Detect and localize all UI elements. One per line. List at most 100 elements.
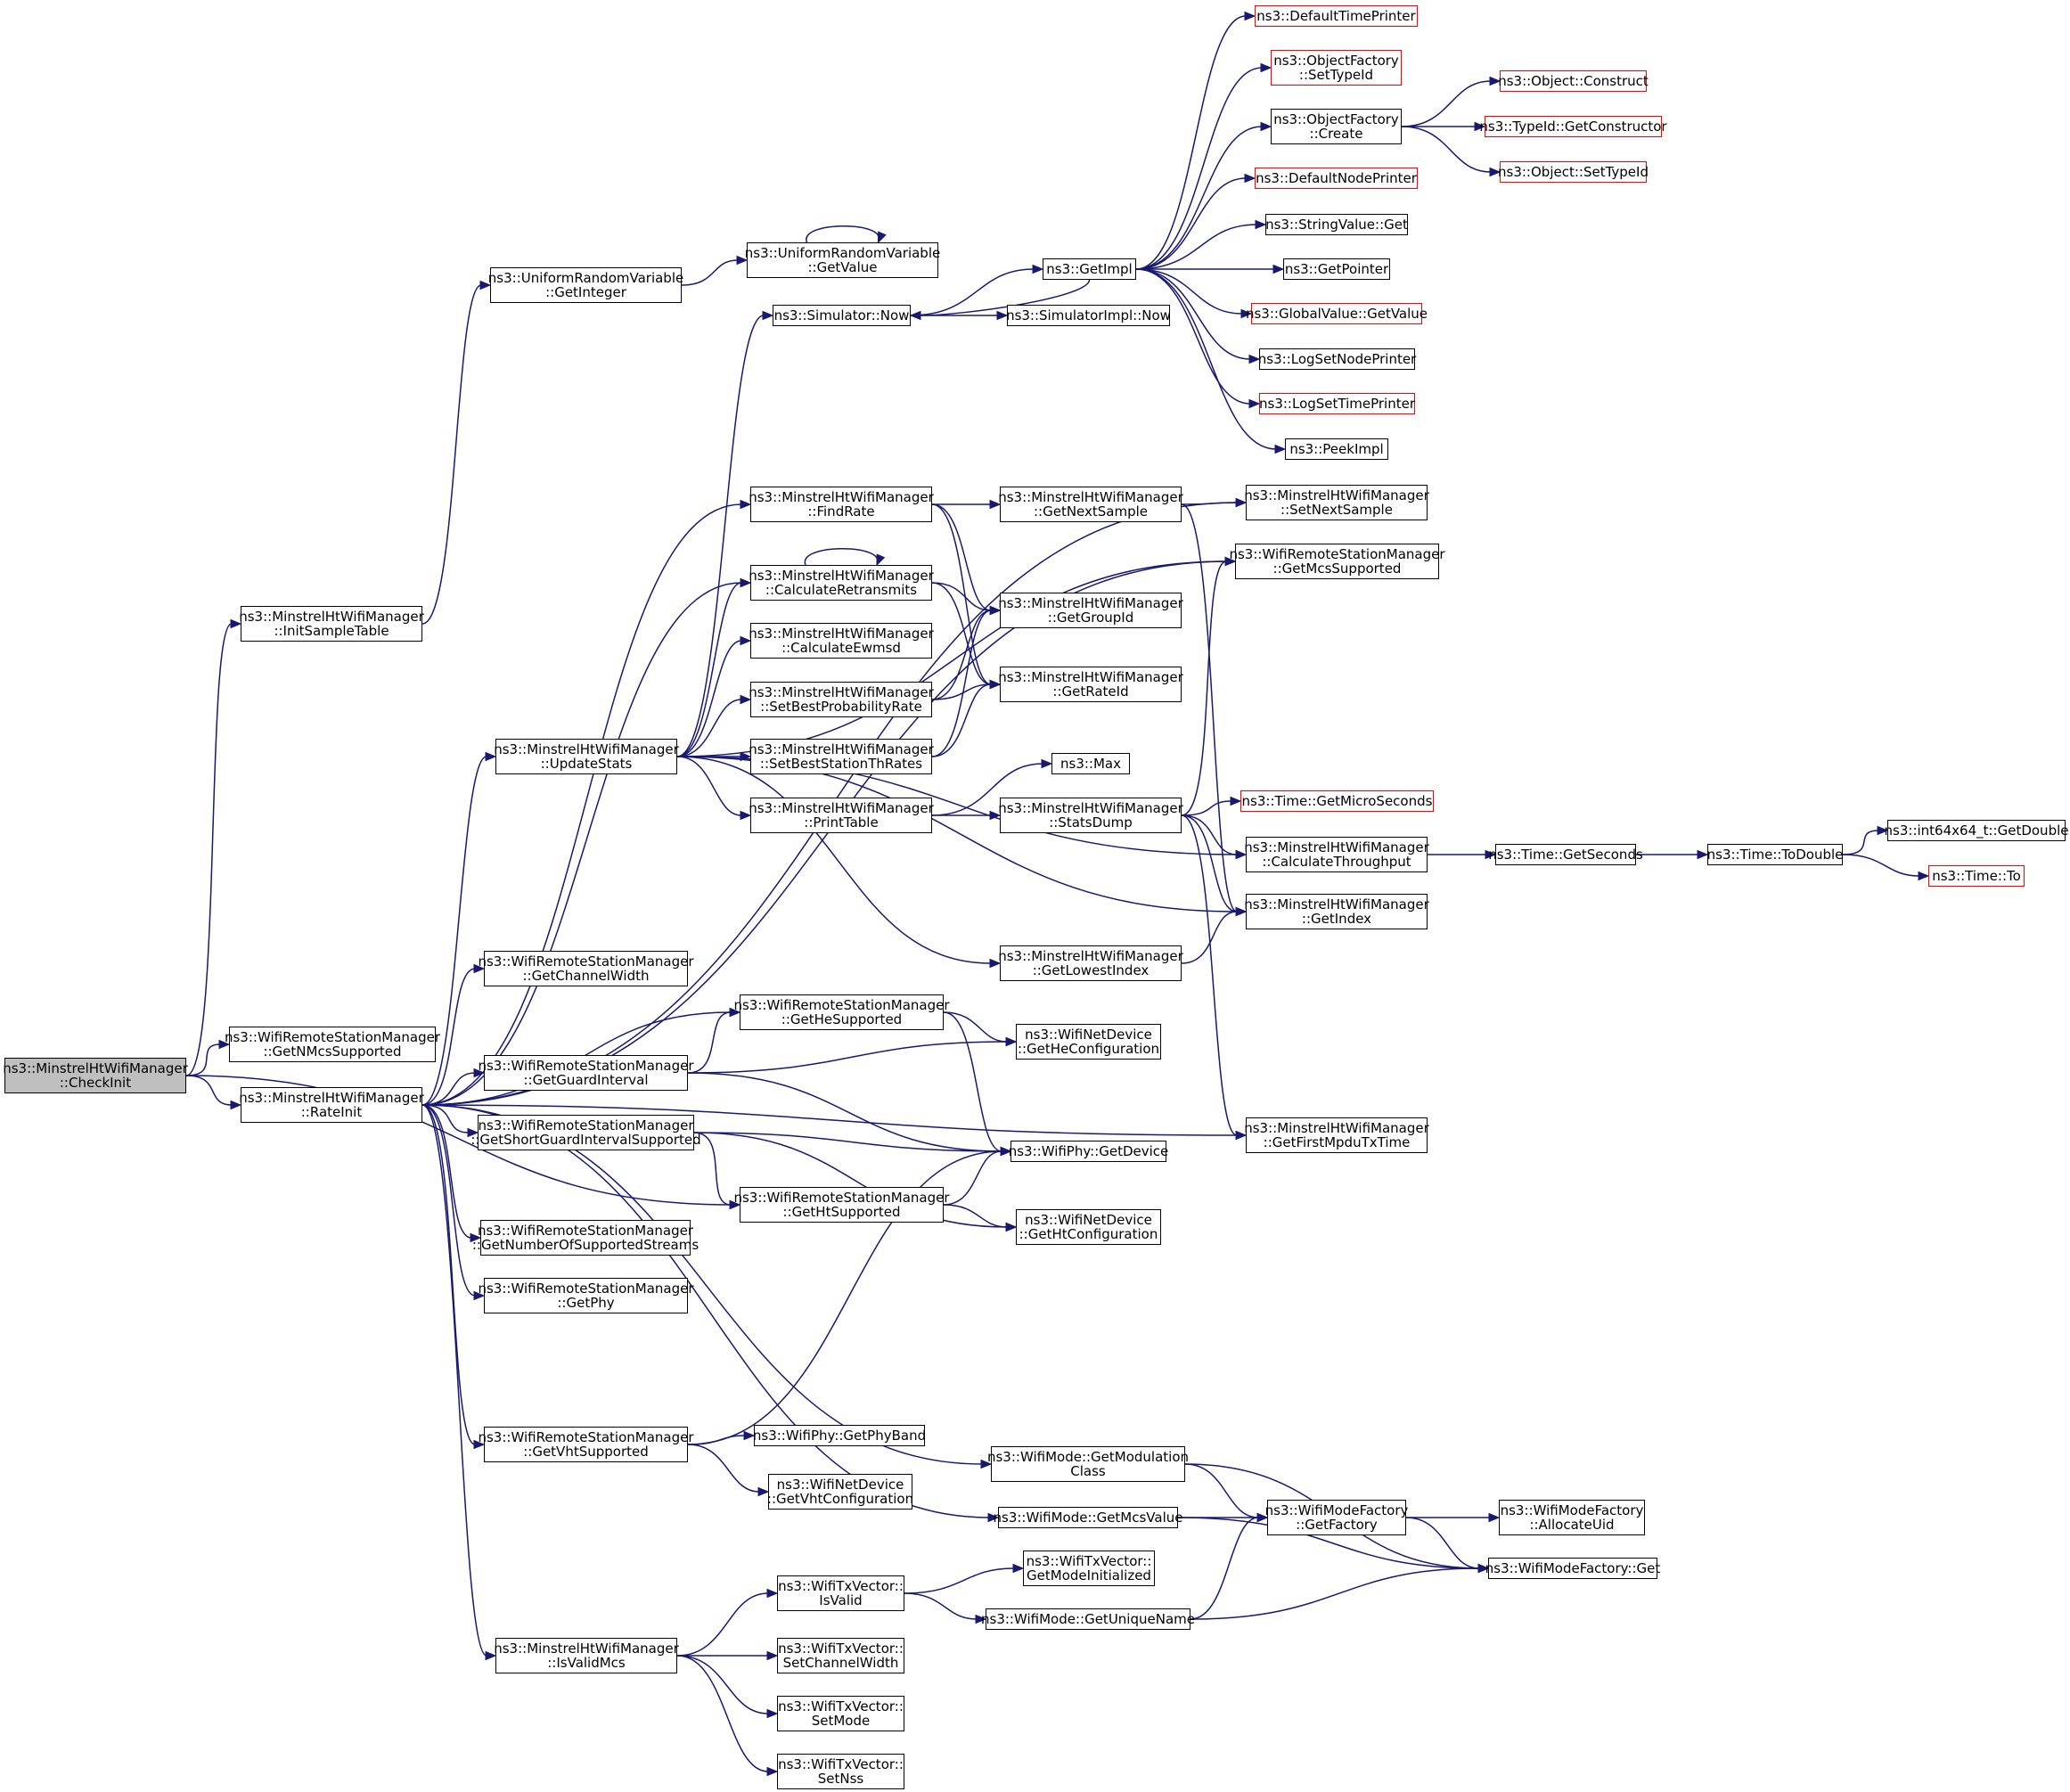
node-wifi-mode-factory-get[interactable]: ns3::WifiModeFactory::Get <box>1485 1558 1660 1579</box>
node-get-he-supported[interactable]: ns3::WifiRemoteStationManager::GetHeSupp… <box>733 994 950 1030</box>
node-label-line: ns3::WifiMode::GetMcsValue <box>993 1510 1183 1526</box>
node-label-line: ns3::Max <box>1060 756 1121 772</box>
node-get-guard-interval[interactable]: ns3::WifiRemoteStationManager::GetGuardI… <box>478 1055 694 1091</box>
node-default-node-printer[interactable]: ns3::DefaultNodePrinter <box>1255 168 1418 189</box>
node-get-factory[interactable]: ns3::WifiModeFactory::GetFactory <box>1265 1500 1408 1535</box>
node-label-line: ::GetVhtSupported <box>523 1444 649 1460</box>
edge-arrowhead <box>766 1588 779 1599</box>
node-calculate-retransmits[interactable]: ns3::MinstrelHtWifiManager::CalculateRet… <box>749 565 934 601</box>
node-set-channel-width[interactable]: ns3::WifiTxVector::SetChannelWidth <box>777 1638 904 1673</box>
node-object-construct[interactable]: ns3::Object::Construct <box>1498 70 1649 92</box>
node-simulator-now[interactable]: ns3::Simulator::Now <box>773 305 911 326</box>
node-get-pointer[interactable]: ns3::GetPointer <box>1283 258 1390 280</box>
node-label-line: ns3::MinstrelHtWifiManager <box>1244 1120 1429 1136</box>
node-get-next-sample[interactable]: ns3::MinstrelHtWifiManager::GetNextSampl… <box>998 487 1183 522</box>
node-tx-vector-is-valid[interactable]: ns3::WifiTxVector::IsValid <box>777 1575 904 1611</box>
node-init-sample-table[interactable]: ns3::MinstrelHtWifiManager::InitSampleTa… <box>239 606 424 642</box>
node-calculate-ewmsd[interactable]: ns3::MinstrelHtWifiManager::CalculateEwm… <box>749 623 934 659</box>
node-type-id-get-constructor[interactable]: ns3::TypeId::GetConstructor <box>1479 116 1667 137</box>
node-get-impl[interactable]: ns3::GetImpl <box>1043 258 1136 280</box>
edge-getimpl-to-of_settypeid <box>1135 67 1263 270</box>
node-wifi-phy-get-phy-band[interactable]: ns3::WifiPhy::GetPhyBand <box>753 1425 926 1446</box>
node-log-set-node-printer[interactable]: ns3::LogSetNodePrinter <box>1258 348 1416 370</box>
node-time-get-seconds[interactable]: ns3::Time::GetSeconds <box>1488 844 1643 865</box>
node-is-valid-mcs[interactable]: ns3::MinstrelHtWifiManager::IsValidMcs <box>494 1638 679 1673</box>
node-urv-get-value[interactable]: ns3::UniformRandomVariable::GetValue <box>745 242 940 278</box>
node-get-vht-configuration[interactable]: ns3::WifiNetDevice::GetVhtConfiguration <box>767 1474 913 1510</box>
edge-arrowhead <box>996 310 1009 321</box>
edge-updatestats-to-calcretransmits <box>676 582 742 757</box>
node-log-set-time-printer[interactable]: ns3::LogSetTimePrinter <box>1259 393 1415 414</box>
node-object-set-type-id[interactable]: ns3::Object::SetTypeId <box>1498 161 1649 183</box>
node-urv-get-integer[interactable]: ns3::UniformRandomVariable::GetInteger <box>488 267 683 303</box>
edge-arrowhead <box>1248 398 1261 409</box>
node-get-lowest-index[interactable]: ns3::MinstrelHtWifiManager::GetLowestInd… <box>998 945 1183 981</box>
node-label-line: ::Create <box>1309 126 1363 142</box>
node-global-value-get-value[interactable]: ns3::GlobalValue::GetValue <box>1246 303 1428 324</box>
node-get-index[interactable]: ns3::MinstrelHtWifiManager::GetIndex <box>1244 894 1429 929</box>
node-update-stats[interactable]: ns3::MinstrelHtWifiManager::UpdateStats <box>494 739 679 774</box>
node-get-mode-initialized[interactable]: ns3::WifiTxVector::GetModeInitialized <box>1023 1551 1155 1586</box>
node-find-rate[interactable]: ns3::MinstrelHtWifiManager::FindRate <box>749 487 934 522</box>
node-wifi-phy-get-device[interactable]: ns3::WifiPhy::GetDevice <box>1009 1141 1168 1162</box>
edge-getguardinterval-to-gethesupported <box>687 1011 732 1074</box>
node-print-table[interactable]: ns3::MinstrelHtWifiManager::PrintTable <box>749 798 934 833</box>
edge-getimpl-to-peekimpl <box>1135 268 1277 450</box>
node-int64x64-get-double[interactable]: ns3::int64x64_t::GetDouble <box>1885 820 2068 841</box>
node-get-he-configuration[interactable]: ns3::WifiNetDevice::GetHeConfiguration <box>1016 1024 1161 1060</box>
node-label-line: ns3::Object::Construct <box>1498 73 1649 89</box>
node-stats-dump[interactable]: ns3::MinstrelHtWifiManager::StatsDump <box>998 798 1183 833</box>
node-get-n-mcs-supported[interactable]: ns3::WifiRemoteStationManager::GetNMcsSu… <box>225 1027 440 1062</box>
node-simulator-impl-now[interactable]: ns3::SimulatorImpl::Now <box>1006 305 1171 326</box>
edge-arrowhead <box>1235 497 1248 508</box>
node-get-number-of-supported-streams[interactable]: ns3::WifiRemoteStationManager::GetNumber… <box>472 1220 699 1256</box>
node-get-group-id[interactable]: ns3::MinstrelHtWifiManager::GetGroupId <box>998 593 1183 628</box>
node-get-ht-configuration[interactable]: ns3::WifiNetDevice::GetHtConfiguration <box>1016 1209 1161 1245</box>
edge-setbeststation-to-getrateid <box>931 683 992 757</box>
node-get-unique-name[interactable]: ns3::WifiMode::GetUniqueName <box>981 1608 1195 1630</box>
node-time-to-double[interactable]: ns3::Time::ToDouble <box>1707 844 1843 865</box>
node-set-best-station-th-rates[interactable]: ns3::MinstrelHtWifiManager::SetBestStati… <box>749 739 934 774</box>
node-label-line: ns3::ObjectFactory <box>1273 111 1399 127</box>
node-max[interactable]: ns3::Max <box>1051 753 1130 774</box>
edge-arrowhead <box>877 231 887 244</box>
node-get-short-guard-interval-supported[interactable]: ns3::WifiRemoteStationManager::GetShortG… <box>470 1115 701 1150</box>
edge-getvhtsupported-to-getvhtconfig <box>687 1444 760 1493</box>
node-get-vht-supported[interactable]: ns3::WifiRemoteStationManager::GetVhtSup… <box>478 1427 694 1462</box>
node-calculate-throughput[interactable]: ns3::MinstrelHtWifiManager::CalculateThr… <box>1244 837 1429 872</box>
node-set-next-sample[interactable]: ns3::MinstrelHtWifiManager::SetNextSampl… <box>1244 485 1429 520</box>
node-time-to[interactable]: ns3::Time::To <box>1928 865 2025 887</box>
node-get-phy[interactable]: ns3::WifiRemoteStationManager::GetPhy <box>478 1278 694 1313</box>
edge-arrowhead <box>1918 871 1930 881</box>
node-label-line: ns3::Time::To <box>1932 868 2021 884</box>
node-get-rate-id[interactable]: ns3::MinstrelHtWifiManager::GetRateId <box>998 667 1183 702</box>
node-label-line: ns3::WifiMode::GetUniqueName <box>981 1611 1195 1627</box>
node-object-factory-create[interactable]: ns3::ObjectFactory::Create <box>1271 109 1402 144</box>
node-label-line: ns3::WifiNetDevice <box>1025 1027 1152 1043</box>
edge-urv_getinteger-to-urv_getvalue <box>681 259 739 286</box>
node-label-line: ns3::MinstrelHtWifiManager <box>749 626 934 642</box>
node-get-mcs-supported[interactable]: ns3::WifiRemoteStationManager::GetMcsSup… <box>1229 544 1445 579</box>
edge-checkinit-to-gethtsupported <box>185 1075 732 1206</box>
node-get-channel-width[interactable]: ns3::WifiRemoteStationManager::GetChanne… <box>478 951 694 986</box>
node-set-nss[interactable]: ns3::WifiTxVector::SetNss <box>777 1754 904 1789</box>
node-get-mcs-value[interactable]: ns3::WifiMode::GetMcsValue <box>994 1507 1183 1528</box>
node-time-get-micro-seconds[interactable]: ns3::Time::GetMicroSeconds <box>1240 790 1434 812</box>
node-label-line: ::PrintTable <box>804 814 879 831</box>
node-set-best-probability-rate[interactable]: ns3::MinstrelHtWifiManager::SetBestProba… <box>749 682 934 717</box>
node-peek-impl[interactable]: ns3::PeekImpl <box>1285 438 1388 460</box>
edge-getshortgi-to-gethtconfig <box>693 1132 1008 1228</box>
node-string-value-get[interactable]: ns3::StringValue::Get <box>1265 214 1408 235</box>
node-set-mode[interactable]: ns3::WifiTxVector::SetMode <box>777 1696 904 1731</box>
edge-arrowhead <box>1256 1512 1269 1523</box>
node-rate-init[interactable]: ns3::MinstrelHtWifiManager::RateInit <box>239 1087 424 1123</box>
node-allocate-uid[interactable]: ns3::WifiModeFactory::AllocateUid <box>1499 1500 1645 1535</box>
node-default-time-printer[interactable]: ns3::DefaultTimePrinter <box>1255 5 1418 27</box>
edge-arrowhead <box>1272 264 1285 274</box>
node-get-first-mpdu-tx-time[interactable]: ns3::MinstrelHtWifiManager::GetFirstMpdu… <box>1244 1117 1429 1153</box>
node-get-ht-supported[interactable]: ns3::WifiRemoteStationManager::GetHtSupp… <box>733 1187 950 1223</box>
edge-rateinit-to-getfirstmpdu <box>421 1104 1238 1136</box>
node-label-line: SetNss <box>817 1771 864 1787</box>
node-object-factory-set-type-id[interactable]: ns3::ObjectFactory::SetTypeId <box>1271 50 1402 86</box>
